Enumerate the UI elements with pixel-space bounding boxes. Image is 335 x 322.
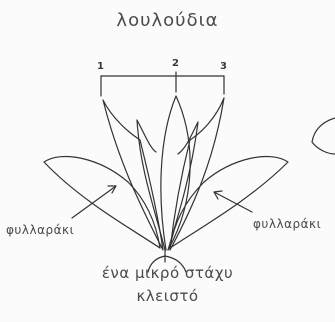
- flower-number-1: 1: [97, 61, 104, 72]
- flower-number-2: 2: [172, 58, 179, 69]
- leaf-label-right: φυλλαράκι: [253, 217, 321, 231]
- caption-line-1: ένα μικρό στάχυ: [0, 264, 335, 282]
- flower-number-3: 3: [220, 61, 227, 72]
- left-floret: [103, 100, 163, 250]
- caption-line-2: κλειστό: [0, 287, 335, 305]
- right-leaf-pointer: [214, 192, 252, 212]
- leaf-label-left: φυλλαράκι: [6, 223, 74, 237]
- left-leaf-pointer: [72, 186, 116, 218]
- right-leaf: [170, 156, 288, 248]
- neighbour-drawing-partial: [312, 118, 335, 154]
